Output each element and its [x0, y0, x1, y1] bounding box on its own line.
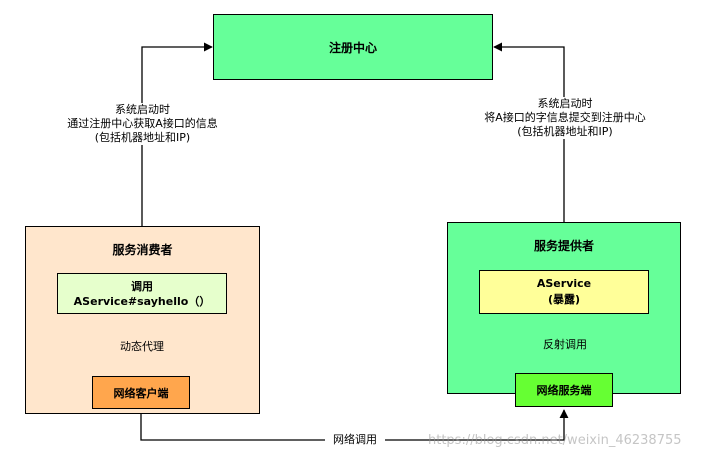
provider-title: 服务提供者 [533, 239, 594, 253]
call-box: 调用 AService#sayhello（） [57, 273, 227, 314]
call-line1: 调用 [131, 279, 153, 293]
consumer-startup-line1: 系统启动时 [115, 103, 170, 116]
provider-startup-line1: 系统启动时 [537, 97, 593, 110]
watermark-text: https://blog.csdn.net/weixin_46238755 [428, 433, 682, 448]
service-line2: (暴露) [547, 293, 581, 306]
service-line1: AService [536, 277, 592, 290]
consumer-to-registry-arrow [141, 42, 213, 226]
network-server-box: 网络服务端 [515, 373, 613, 407]
provider-to-registry-arrow [493, 42, 565, 222]
provider-startup-line3: (包括机器地址和IP) [517, 125, 613, 138]
dynamic-proxy-label: 动态代理 [109, 340, 175, 354]
network-client-box: 网络客户端 [92, 376, 190, 409]
service-box: AService (暴露) [479, 270, 649, 314]
consumer-startup-label: 系统启动时 通过注册中心获取A接口的信息 (包括机器地址和IP) [40, 103, 245, 145]
provider-startup-line2: 将A接口的字信息提交到注册中心 [484, 111, 646, 124]
network-server-label: 网络服务端 [536, 384, 592, 397]
network-client-label: 网络客户端 [113, 386, 169, 400]
network-call-label: 网络调用 [325, 433, 385, 447]
reflection-call-label: 反射调用 [532, 338, 598, 352]
consumer-startup-line2: 通过注册中心获取A接口的信息 [67, 117, 218, 130]
call-line2: AService#sayhello（） [73, 294, 211, 308]
registry-title: 注册中心 [328, 40, 377, 55]
registry-box: 注册中心 [213, 14, 493, 80]
consumer-startup-line3: (包括机器地址和IP) [94, 131, 191, 144]
consumer-title: 服务消费者 [112, 243, 173, 257]
provider-startup-label: 系统启动时 将A接口的字信息提交到注册中心 (包括机器地址和IP) [455, 97, 675, 139]
